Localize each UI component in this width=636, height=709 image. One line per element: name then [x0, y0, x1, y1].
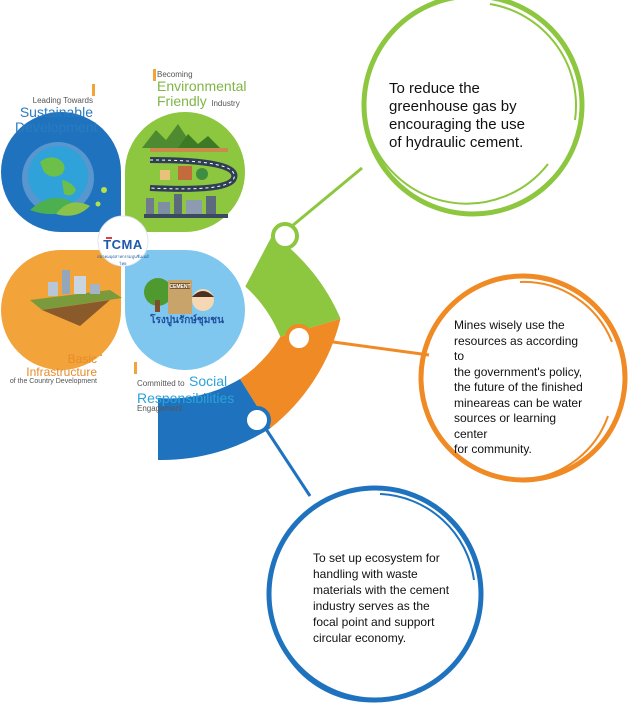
cement-bag-label: CEMENT — [169, 284, 191, 290]
arc-segment-blue — [158, 379, 271, 461]
earth-globe-icon — [28, 146, 88, 206]
label-sustainable: Leading Towards Sustainable Development — [15, 96, 98, 136]
label-environmental: Becoming Environmental Friendly Industry — [157, 70, 277, 111]
callout-text-green: To reduce the greenhouse gas by encourag… — [389, 80, 559, 152]
node-orange — [285, 324, 313, 352]
callout-line: industry serves as the — [313, 599, 430, 613]
connector-green — [291, 166, 363, 228]
tcma-logo — [97, 215, 149, 267]
label-environmental-big: Environmental — [157, 78, 247, 95]
callout-line: greenhouse gas by — [389, 98, 517, 115]
callout-line: To reduce the — [389, 80, 480, 97]
connector-blue — [262, 425, 312, 497]
callout-line: materials with the cement — [313, 583, 450, 597]
label-social-small: Committed to — [137, 379, 185, 388]
label-sustainable-big: Sustainable — [19, 104, 93, 121]
petal-social — [125, 250, 245, 370]
logo-subtitle: สมาคมอุตสาหกรรมปูนซีเมนต์ไทย — [97, 254, 149, 266]
label-social-big2: Responsibilities — [137, 389, 235, 406]
petal-infrastructure — [1, 250, 122, 370]
label-environmental-after: Industry — [211, 99, 240, 109]
label-social: Committed to Social Responsibilities Eng… — [137, 374, 247, 414]
callout-line: focal point and support — [313, 615, 435, 629]
petal-sustainable — [1, 112, 121, 232]
accent-bar — [153, 69, 156, 81]
callout-line: Mines wisely use the — [454, 318, 565, 332]
label-infrastructure-big: Basic Infrastructure — [26, 352, 97, 379]
thai-label: โรงปูนรักษ์ชุมชน — [150, 315, 224, 326]
label-social-big: Social — [189, 373, 228, 389]
callout-line: for community. — [454, 442, 532, 456]
label-sustainable-small: Leading Towards — [32, 96, 93, 105]
callout-line: To set up ecosystem for — [313, 551, 440, 565]
arc-ring — [158, 234, 341, 461]
callout-line: the government's policy, — [454, 364, 583, 379]
label-infrastructure-small: of the Country Development — [9, 378, 97, 386]
connector-orange — [310, 337, 430, 357]
label-sustainable-big2: Development — [15, 119, 98, 136]
callout-line: mineareas can be water — [454, 395, 583, 410]
label-social-engagement: Engagement — [137, 404, 183, 414]
logo-title: TCMA — [103, 237, 143, 252]
callout-line: sources or learning center — [454, 411, 557, 441]
node-green — [271, 222, 299, 250]
petal-environmental — [125, 112, 245, 232]
connectors — [262, 166, 430, 497]
callout-green — [361, 0, 585, 217]
callout-line: circular economy. — [313, 631, 407, 645]
callout-orange — [418, 273, 628, 483]
label-infrastructure: Basic Infrastructure of the Country Deve… — [0, 353, 97, 386]
label-environmental-big2: Friendly — [157, 93, 207, 110]
arc-segment-orange — [240, 318, 341, 428]
accent-bar — [134, 362, 137, 374]
arc-segment-green — [245, 234, 341, 337]
label-environmental-small: Becoming — [157, 70, 193, 79]
callout-line: the future of the finished — [454, 380, 583, 394]
callout-blue — [266, 485, 484, 703]
arc-nodes — [243, 222, 313, 434]
callout-text-blue: To set up ecosystem for handling with wa… — [313, 550, 465, 646]
callout-line: handling with waste — [313, 567, 418, 581]
accent-bar — [99, 344, 102, 356]
callout-line: resources as according to — [454, 333, 579, 364]
callout-text-orange: Mines wisely use the resources as accord… — [454, 318, 588, 458]
accent-bar — [92, 84, 95, 96]
callout-line: encouraging the use — [389, 116, 525, 133]
callout-line: of hydraulic cement. — [389, 134, 524, 151]
node-blue — [243, 406, 271, 434]
